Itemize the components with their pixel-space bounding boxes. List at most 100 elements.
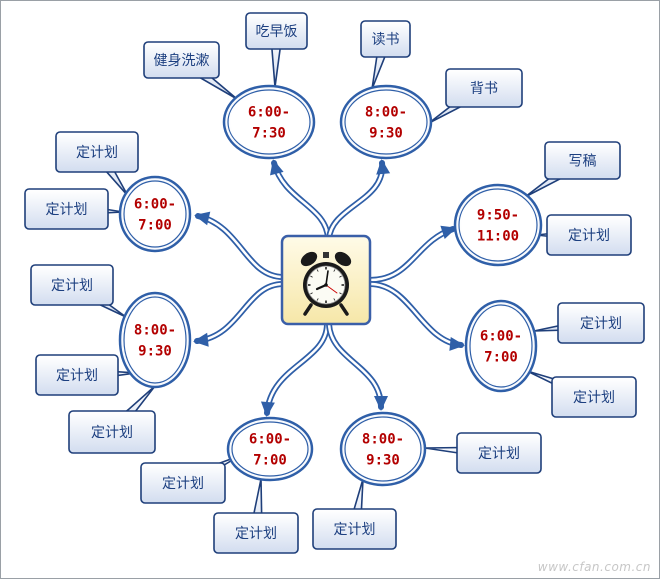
callout-label: 健身洗漱 — [154, 53, 210, 69]
time-range-line: 8:00- — [134, 323, 176, 339]
arrowhead-n3 — [440, 225, 457, 240]
callout-label: 定计划 — [334, 522, 376, 538]
connector-inner-n5 — [195, 282, 285, 343]
time-node: 8:00- 9:30 — [118, 291, 192, 389]
time-range-line: 6:00- — [248, 105, 290, 121]
callout-box: 读书 — [360, 20, 411, 90]
time-range-line: 9:50- — [477, 208, 519, 224]
time-range-line: 6:00- — [134, 197, 176, 213]
callout-label: 定计划 — [46, 202, 88, 218]
connector-inner-n7 — [265, 322, 329, 415]
callout-fill — [362, 22, 409, 56]
connector-n2 — [326, 160, 386, 242]
callout-box: 定计划 — [213, 478, 299, 554]
callout-box: 定计划 — [55, 131, 139, 197]
callout-label: 定计划 — [51, 278, 93, 294]
callout-label: 定计划 — [56, 368, 98, 384]
time-node-outer — [339, 411, 427, 487]
time-node-inner — [123, 296, 187, 384]
callout-label: 定计划 — [76, 145, 118, 161]
time-node: 6:00- 7:00 — [118, 175, 192, 253]
arrowhead-n2 — [376, 159, 391, 175]
callout-box: 吃早饭 — [245, 12, 308, 88]
time-node-outer — [222, 84, 316, 160]
callout-box: 背书 — [428, 68, 523, 124]
arrowhead-n5 — [193, 332, 209, 347]
connector-inner-n8 — [327, 322, 383, 409]
arrowhead-n4 — [194, 211, 211, 226]
callout-label: 定计划 — [91, 425, 133, 441]
callout-label: 定计划 — [580, 316, 622, 332]
arrowhead-n7 — [260, 401, 275, 417]
callout-fill — [37, 356, 117, 394]
time-node-outer — [339, 84, 433, 160]
callout-fill — [553, 378, 635, 416]
connector-n7 — [264, 321, 330, 416]
connector-n3 — [367, 226, 456, 283]
callout-fill — [142, 464, 224, 502]
callout-label: 读书 — [372, 31, 400, 48]
callout-fill — [26, 190, 107, 228]
callout-fill — [247, 14, 306, 48]
time-node: 6:00-7:00 — [464, 299, 538, 393]
connector-inner-n3 — [368, 227, 455, 282]
callout-fill — [548, 216, 630, 254]
callout-fill — [70, 412, 154, 452]
time-node-inner — [469, 304, 533, 388]
arrowhead-n1 — [270, 159, 284, 176]
watermark: www.cfan.com.cn — [537, 560, 651, 574]
callout-fill — [32, 266, 112, 304]
callout-label: 定计划 — [568, 228, 610, 244]
callout-layer: 健身洗漱吃早饭读书背书写稿定计划定计划定计划定计划定计划定计划定计划定计划定计划… — [24, 12, 645, 554]
time-range-line: 8:00- — [365, 105, 407, 121]
time-node-inner — [344, 89, 428, 155]
time-range-line: 11:00 — [477, 229, 519, 245]
callout-box: 定计划 — [24, 188, 124, 230]
callout-label: 吃早饭 — [256, 24, 298, 40]
callout-label: 定计划 — [478, 446, 520, 462]
time-node-inner — [123, 180, 187, 248]
time-node-inner — [344, 416, 422, 482]
callout-fill — [546, 143, 619, 178]
time-range-line: 7:00 — [484, 350, 518, 366]
time-node: 6:00-7:00 — [226, 416, 314, 482]
time-node-outer — [118, 291, 192, 389]
callout-box: 定计划 — [533, 302, 645, 344]
callout-label: 写稿 — [569, 154, 597, 170]
time-node-inner — [231, 421, 309, 477]
time-node: 8:00-9:30 — [339, 84, 433, 160]
time-node: 6:00- 7:30 — [222, 84, 316, 160]
time-node-outer — [118, 175, 192, 253]
connector-inner-n1 — [272, 161, 330, 241]
arrowhead-n6 — [449, 336, 465, 351]
callout-label: 定计划 — [235, 526, 277, 542]
callout-box: 定计划 — [35, 354, 137, 396]
time-node-inner — [227, 89, 311, 155]
time-range-line: 7:00 — [138, 218, 172, 234]
time-node: 9:50- 11:00 — [453, 183, 543, 267]
time-range-line: 9:30 — [138, 344, 172, 360]
time-node-outer — [464, 299, 538, 393]
time-node-outer — [453, 183, 543, 267]
callout-box: 定计划 — [536, 214, 632, 256]
callout-box: 健身洗漱 — [143, 41, 238, 100]
callout-fill — [447, 70, 521, 106]
alarm-clock-icon — [300, 251, 352, 316]
callout-fill — [57, 133, 137, 171]
callout-label: 定计划 — [573, 390, 615, 406]
callout-box: 定计划 — [526, 370, 637, 418]
callout-fill — [458, 434, 540, 472]
connector-n6 — [367, 281, 464, 348]
callout-fill — [559, 304, 643, 342]
callout-box: 定计划 — [30, 264, 127, 318]
arrowhead-n8 — [374, 396, 388, 411]
callout-fill — [215, 514, 297, 552]
callout-label: 定计划 — [162, 476, 204, 492]
connector-n8 — [326, 321, 384, 410]
callout-label: 背书 — [470, 81, 498, 97]
callout-fill — [145, 43, 218, 77]
time-range-line: 7:30 — [252, 126, 286, 142]
time-node-inner — [458, 188, 538, 262]
